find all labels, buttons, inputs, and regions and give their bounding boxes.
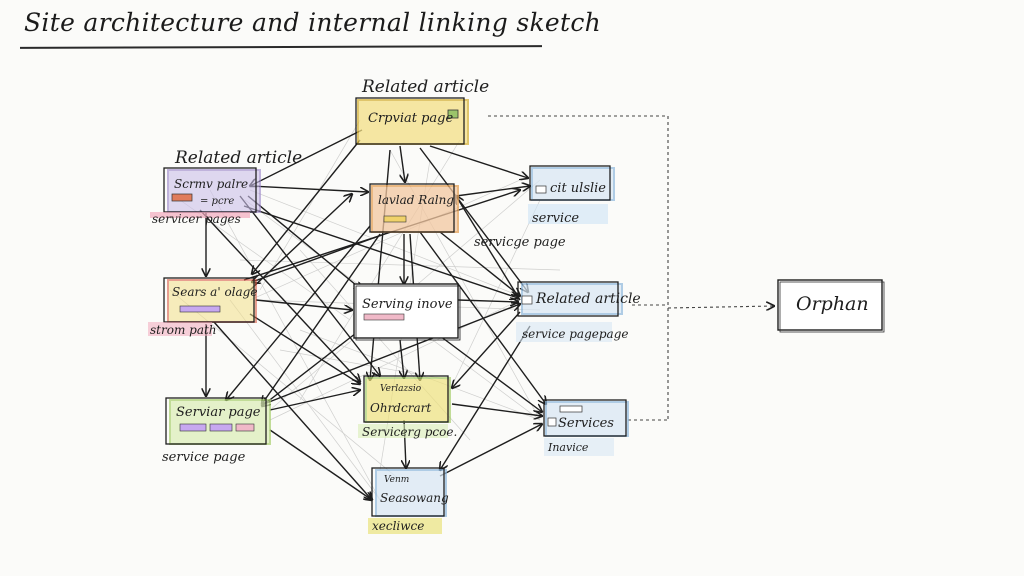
node-left-bottom: Serviar page service page — [162, 397, 271, 465]
node-box-text: Services — [558, 416, 614, 431]
node-related-article-right: Related article service pagepage — [516, 281, 641, 342]
page-title: Site architecture and internal linking s… — [24, 8, 602, 37]
node-box-subtext: = pcre — [200, 196, 234, 207]
node-box-text: Scrmv palre — [174, 177, 248, 191]
node-box-text: Serving inove — [362, 297, 453, 312]
node-label-below: Servicerg pcoe. — [362, 425, 457, 439]
node-box-text: Crpviat page — [368, 111, 453, 126]
orphan-dashed-links — [488, 115, 774, 421]
node-services-right: Services Inavice — [543, 399, 629, 456]
node-label-below: service page — [162, 450, 246, 465]
orphan-label: Orphan — [796, 293, 869, 315]
node-label-related-article: Related article — [174, 148, 302, 168]
node-label-below: xecliwce — [372, 519, 424, 533]
node-label-below: service pagepage — [522, 327, 629, 341]
link-arrows — [199, 129, 546, 500]
node-label-below: strom path — [150, 323, 217, 337]
node-box-text: Related article — [535, 291, 641, 307]
node-top-right: cit ulslie service — [528, 165, 615, 226]
node-box-text: Seasowang — [380, 491, 449, 505]
node-box-text: Serviar page — [176, 405, 261, 420]
node-box-subtext: Verlazsio — [380, 384, 422, 394]
node-center-top: lavlad Ralng — [369, 183, 459, 233]
node-related-article-top: Related article Crpviat page — [355, 77, 489, 145]
node-box-text: lavlad Ralng — [378, 193, 454, 207]
node-bottom-center: Venm Seasowang xecliwce — [368, 467, 449, 534]
free-label: servicge page — [474, 235, 566, 250]
node-label-below: Inavice — [547, 441, 589, 454]
node-label-below: service — [532, 211, 579, 226]
node-box-text: cit ulslie — [550, 181, 606, 196]
node-box-text: Ohrdcrart — [370, 401, 431, 415]
node-box-text: Sears a' olage — [172, 285, 257, 299]
node-orphan: Orphan — [777, 279, 885, 333]
node-left-middle: Sears a' olage strom path — [148, 277, 257, 337]
node-center-lower: Verlazsio Ohrdcrart Servicerg pcoe. — [358, 375, 457, 439]
node-label-related-article: Related article — [361, 77, 489, 97]
node-label-below: servicer pages — [152, 212, 241, 226]
node-center-middle: Serving inove — [353, 283, 461, 341]
free-label-servicge-page: servicge page — [474, 235, 566, 250]
node-related-article-left: Related article Scrmv palre = pcre servi… — [150, 148, 302, 226]
node-box-subtext: Venm — [384, 475, 409, 485]
